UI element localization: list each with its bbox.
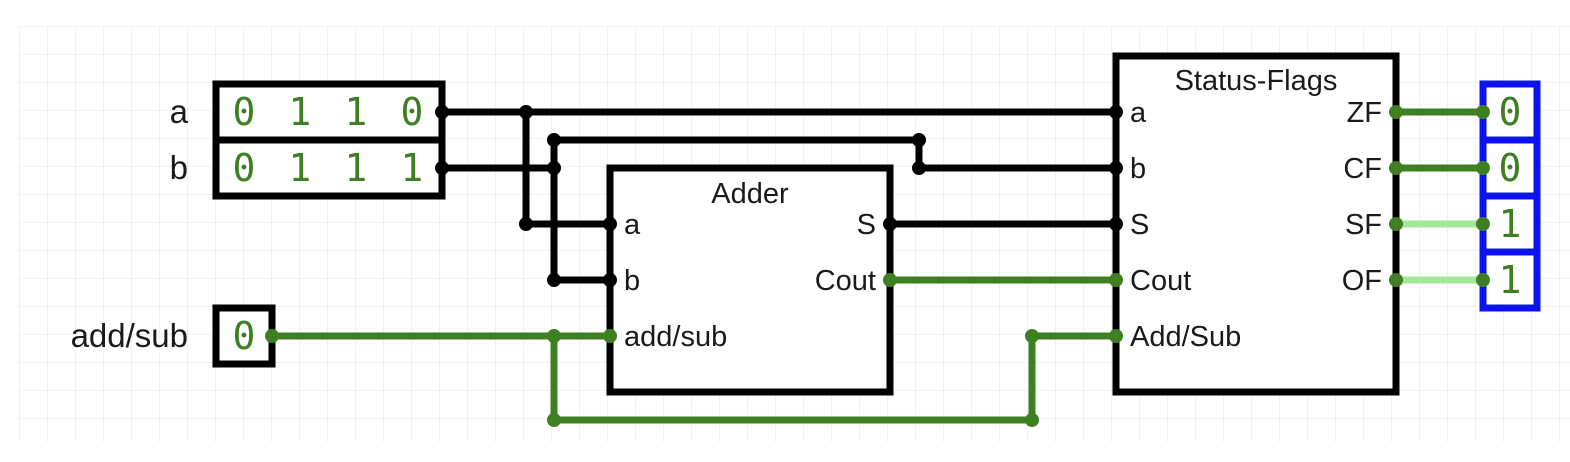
junction-dot xyxy=(519,105,533,119)
pin-dot xyxy=(603,329,617,343)
adder-pin-b: b xyxy=(624,265,640,297)
status-pin-of: OF xyxy=(1342,265,1382,297)
pin-dot xyxy=(603,217,617,231)
junction-dot xyxy=(519,217,533,231)
pin-dot xyxy=(883,217,897,231)
pin-dot xyxy=(1389,161,1403,175)
output-cf-value: 0 xyxy=(1499,146,1522,190)
pin-dot xyxy=(1109,161,1123,175)
input-b-bit[interactable]: 1 xyxy=(345,146,368,190)
input-a-bit[interactable]: 0 xyxy=(233,90,256,134)
status-pin-b: b xyxy=(1130,153,1146,185)
pin-dot xyxy=(1389,217,1403,231)
input-a-bit[interactable]: 0 xyxy=(401,90,424,134)
output-sf-value: 1 xyxy=(1499,202,1522,246)
input-b-bit[interactable]: 0 xyxy=(233,146,256,190)
input-a-bit[interactable]: 1 xyxy=(345,90,368,134)
junction-dot xyxy=(1025,329,1039,343)
pin-dot xyxy=(1476,273,1490,287)
status-pin-zf: ZF xyxy=(1347,97,1382,129)
pin-dot xyxy=(265,329,279,343)
input-a-bits[interactable]: 0 1 1 0 xyxy=(233,90,424,134)
pin-dot xyxy=(1109,273,1123,287)
junction-dot xyxy=(912,161,926,175)
pin-dot xyxy=(435,161,449,175)
pin-dot xyxy=(1109,217,1123,231)
status-pin-cf: CF xyxy=(1343,153,1382,185)
input-a-label: a xyxy=(170,93,189,130)
input-add-sub-bit[interactable]: 0 xyxy=(233,314,256,358)
adder-pin-add-sub: add/sub xyxy=(624,321,727,353)
junction-dot xyxy=(547,133,561,147)
status-pin-s: S xyxy=(1130,209,1149,241)
adder-pin-s: S xyxy=(857,209,876,241)
input-b-box[interactable] xyxy=(212,136,446,200)
status-pin-add-sub: Add/Sub xyxy=(1130,321,1241,353)
pin-dot xyxy=(603,273,617,287)
input-add-sub-label: add/sub xyxy=(71,317,188,354)
junction-dot xyxy=(547,329,561,343)
input-b-bit[interactable]: 1 xyxy=(289,146,312,190)
pin-dot xyxy=(435,105,449,119)
adder-pin-cout: Cout xyxy=(815,265,876,297)
adder-title: Adder xyxy=(711,178,789,210)
junction-dot xyxy=(547,413,561,427)
junction-dot xyxy=(1025,413,1039,427)
junction-dot xyxy=(912,133,926,147)
input-b-label: b xyxy=(170,149,188,186)
input-b-bit[interactable]: 1 xyxy=(401,146,424,190)
pin-dot xyxy=(1476,217,1490,231)
status-pin-sf: SF xyxy=(1345,209,1382,241)
pin-dot xyxy=(1109,329,1123,343)
pin-dot xyxy=(1389,273,1403,287)
pin-dot xyxy=(1389,105,1403,119)
pin-dot xyxy=(1476,161,1490,175)
input-add-sub-box[interactable] xyxy=(212,304,276,368)
junction-dot xyxy=(547,273,561,287)
junction-dots xyxy=(265,105,1490,427)
output-zf-value: 0 xyxy=(1499,90,1522,134)
junction-dot xyxy=(547,161,561,175)
output-of-value: 1 xyxy=(1499,258,1522,302)
input-b-bits[interactable]: 0 1 1 1 xyxy=(233,146,424,190)
status-flags-block[interactable] xyxy=(1112,52,1400,396)
status-pin-cout: Cout xyxy=(1130,265,1191,297)
pin-dot xyxy=(1476,105,1490,119)
input-a-bit[interactable]: 1 xyxy=(289,90,312,134)
pin-dot xyxy=(883,273,897,287)
output-group: 0 0 1 1 xyxy=(1479,80,1541,312)
status-flags-title: Status-Flags xyxy=(1175,65,1338,97)
adder-pin-a: a xyxy=(624,209,641,241)
output-of-box[interactable] xyxy=(1479,248,1541,312)
status-pin-a: a xyxy=(1130,97,1147,129)
pin-dot xyxy=(1109,105,1123,119)
